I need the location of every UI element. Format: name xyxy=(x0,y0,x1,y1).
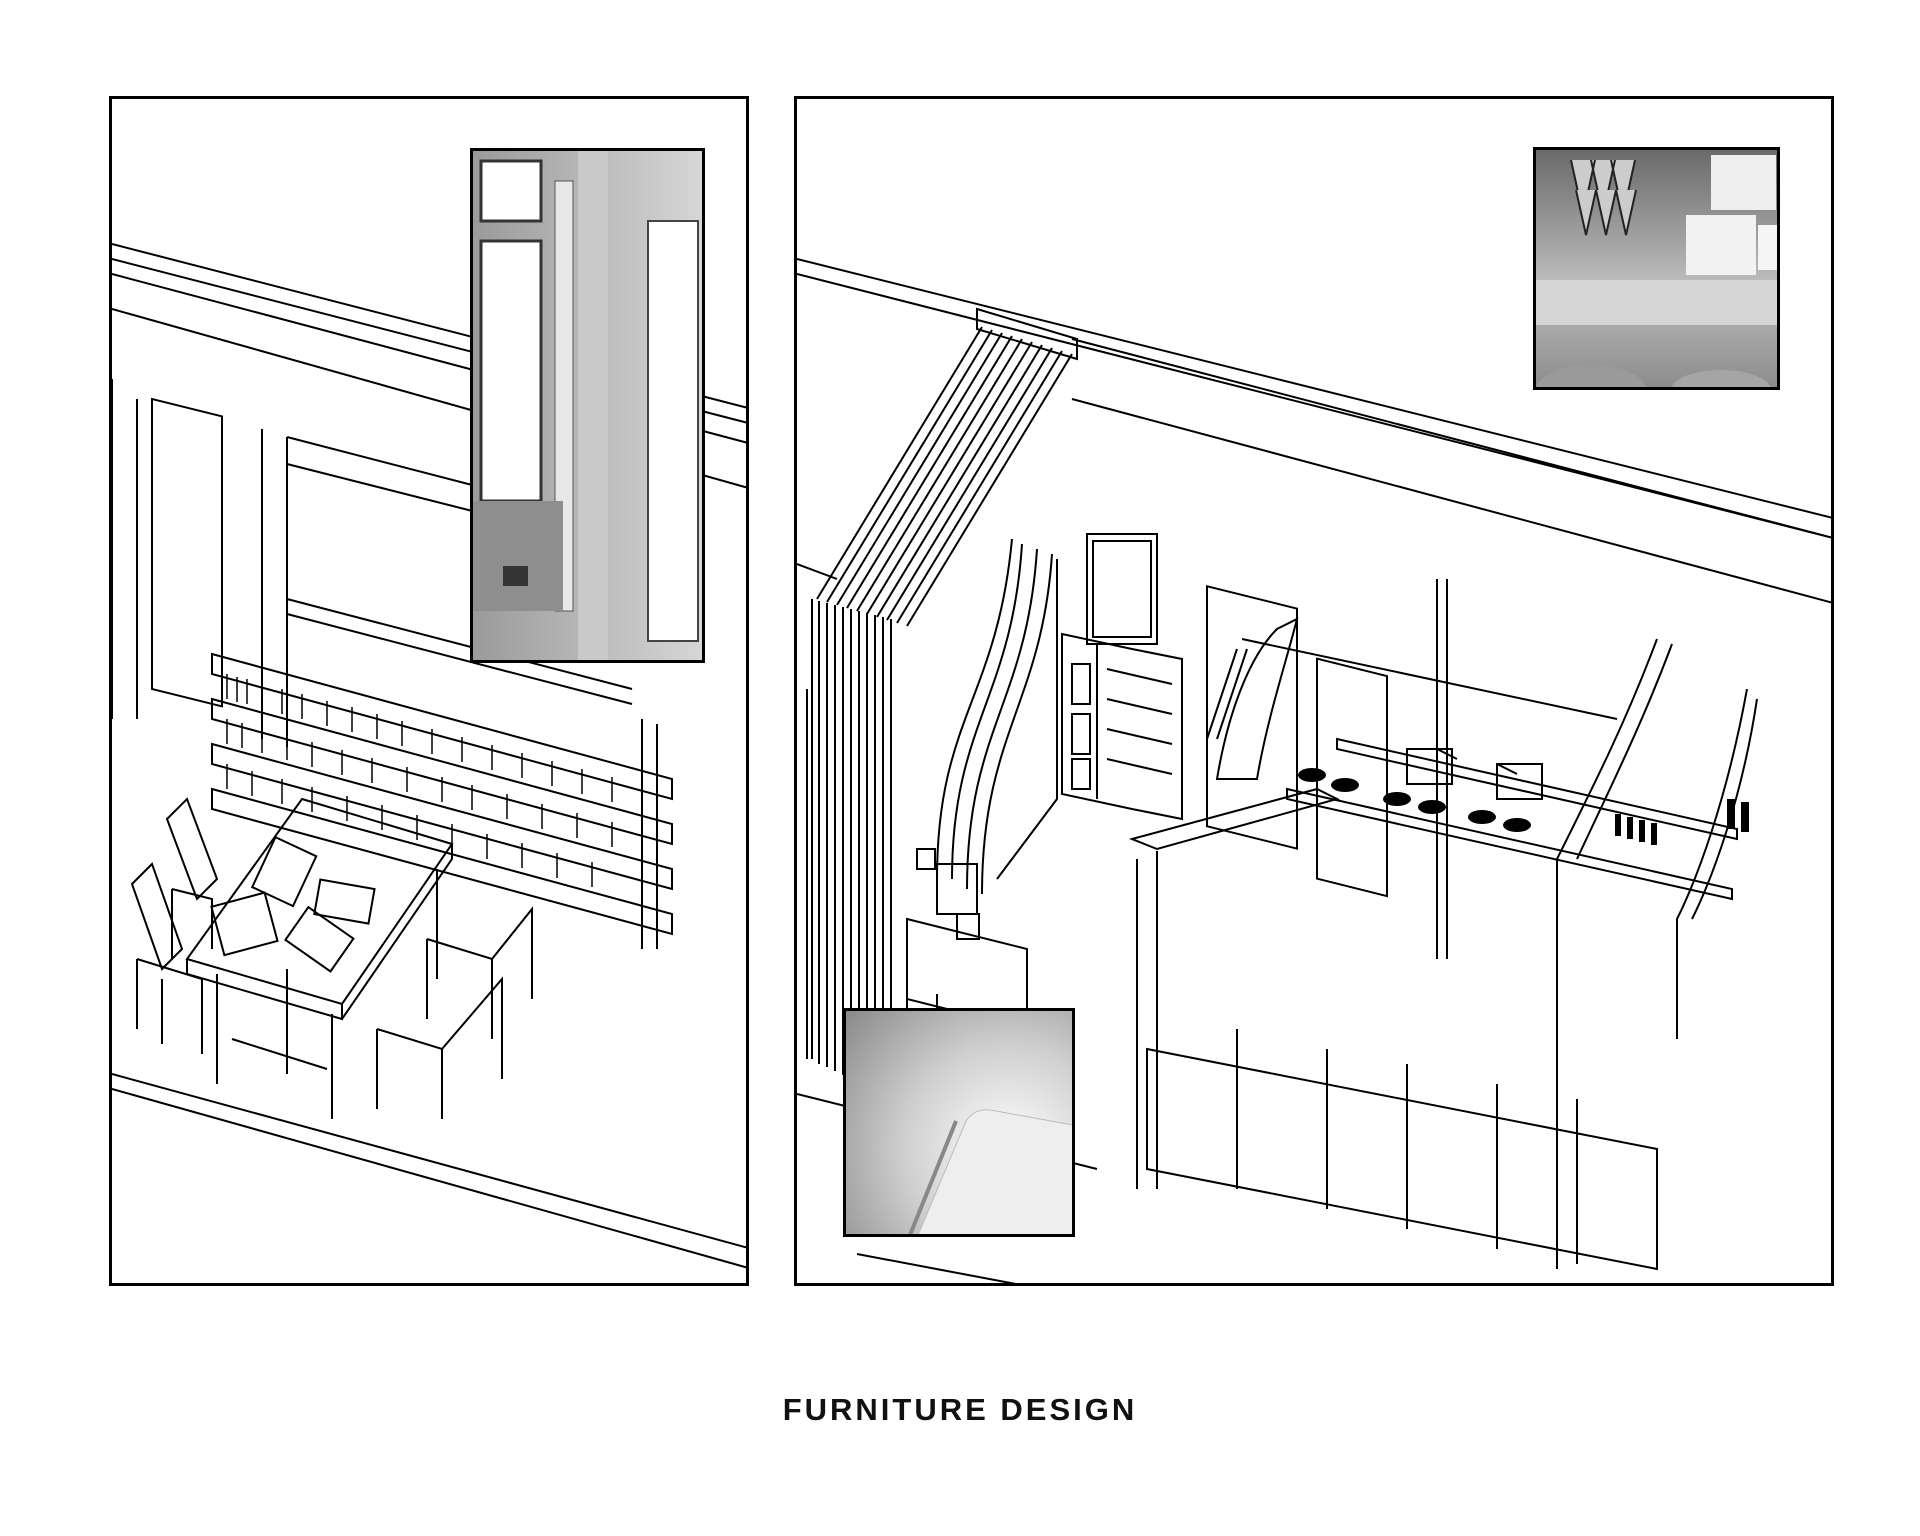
small-cabinet xyxy=(1061,632,1183,821)
dining-area-linework xyxy=(112,243,746,1269)
wall-panel xyxy=(151,397,223,708)
bookshelf xyxy=(211,652,673,949)
shelf-detail-render xyxy=(1536,150,1777,387)
display-counter xyxy=(1128,579,1758,1271)
wall-frame xyxy=(1086,533,1158,645)
dining-table xyxy=(185,797,454,1119)
page-title: FURNITURE DESIGN xyxy=(782,1392,1138,1427)
shelf-detail-inset xyxy=(1533,147,1780,390)
corner-detail-inset xyxy=(843,1008,1075,1237)
pleated-screen xyxy=(806,307,1078,1093)
corner-detail-render xyxy=(846,1011,1072,1234)
chairs xyxy=(130,797,533,1119)
window-detail-inset xyxy=(470,148,705,663)
curved-screen xyxy=(936,538,1058,895)
wall-panel xyxy=(1206,584,1298,850)
window-detail-render xyxy=(473,151,702,660)
